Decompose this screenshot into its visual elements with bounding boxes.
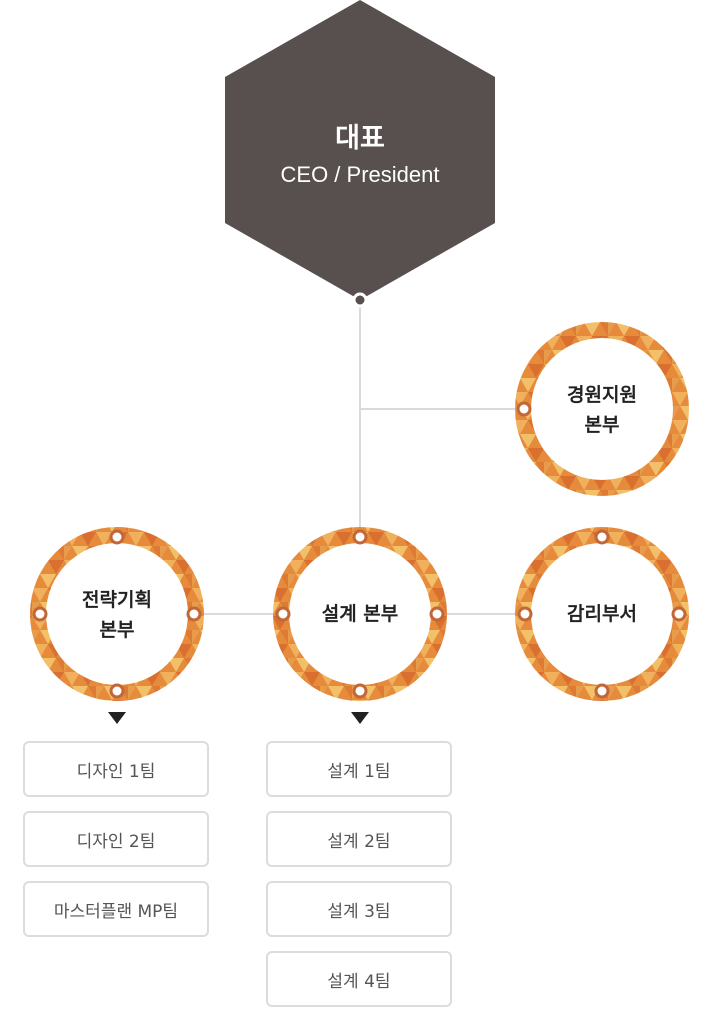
- connector-dot: [352, 683, 368, 699]
- connector-dot: [516, 401, 532, 417]
- ceo-subtitle: CEO / President: [280, 162, 440, 187]
- team-box: 마스터플랜 MP팀: [23, 881, 209, 937]
- connectors: [194, 300, 524, 615]
- ceo-title: 대표: [335, 123, 385, 154]
- team-box: 설계 1팀: [266, 741, 452, 797]
- down-arrow-icon: [108, 712, 126, 724]
- team-box: 설계 2팀: [266, 811, 452, 867]
- ring-supervision: [515, 527, 689, 701]
- connector-dot: [352, 292, 368, 308]
- ring-management-support: [515, 322, 689, 496]
- connector-dot: [594, 683, 610, 699]
- connector-dot: [671, 606, 687, 622]
- division-management-support-label: 경원지원 본부: [567, 384, 637, 436]
- ring-design: [273, 527, 447, 701]
- team-box: 디자인 1팀: [23, 741, 209, 797]
- ceo-hexagon: [225, 0, 495, 300]
- team-box: 설계 4팀: [266, 951, 452, 1007]
- connector-dot: [352, 529, 368, 545]
- connector-dot: [275, 606, 291, 622]
- down-arrow-icon: [351, 712, 369, 724]
- connector-dot: [109, 529, 125, 545]
- division-supervision-label: 감리부서: [567, 603, 637, 625]
- ring-strategy-planning: [30, 527, 204, 701]
- team-box: 설계 3팀: [266, 881, 452, 937]
- connector-dot: [186, 606, 202, 622]
- connector-dot: [109, 683, 125, 699]
- connector-dot: [594, 529, 610, 545]
- division-design-label: 설계 본부: [321, 603, 399, 625]
- connector-dot: [429, 606, 445, 622]
- connector-dot: [517, 606, 533, 622]
- connector-dot: [32, 606, 48, 622]
- division-strategy-planning-label: 전략기획 본부: [82, 589, 152, 641]
- team-box: 디자인 2팀: [23, 811, 209, 867]
